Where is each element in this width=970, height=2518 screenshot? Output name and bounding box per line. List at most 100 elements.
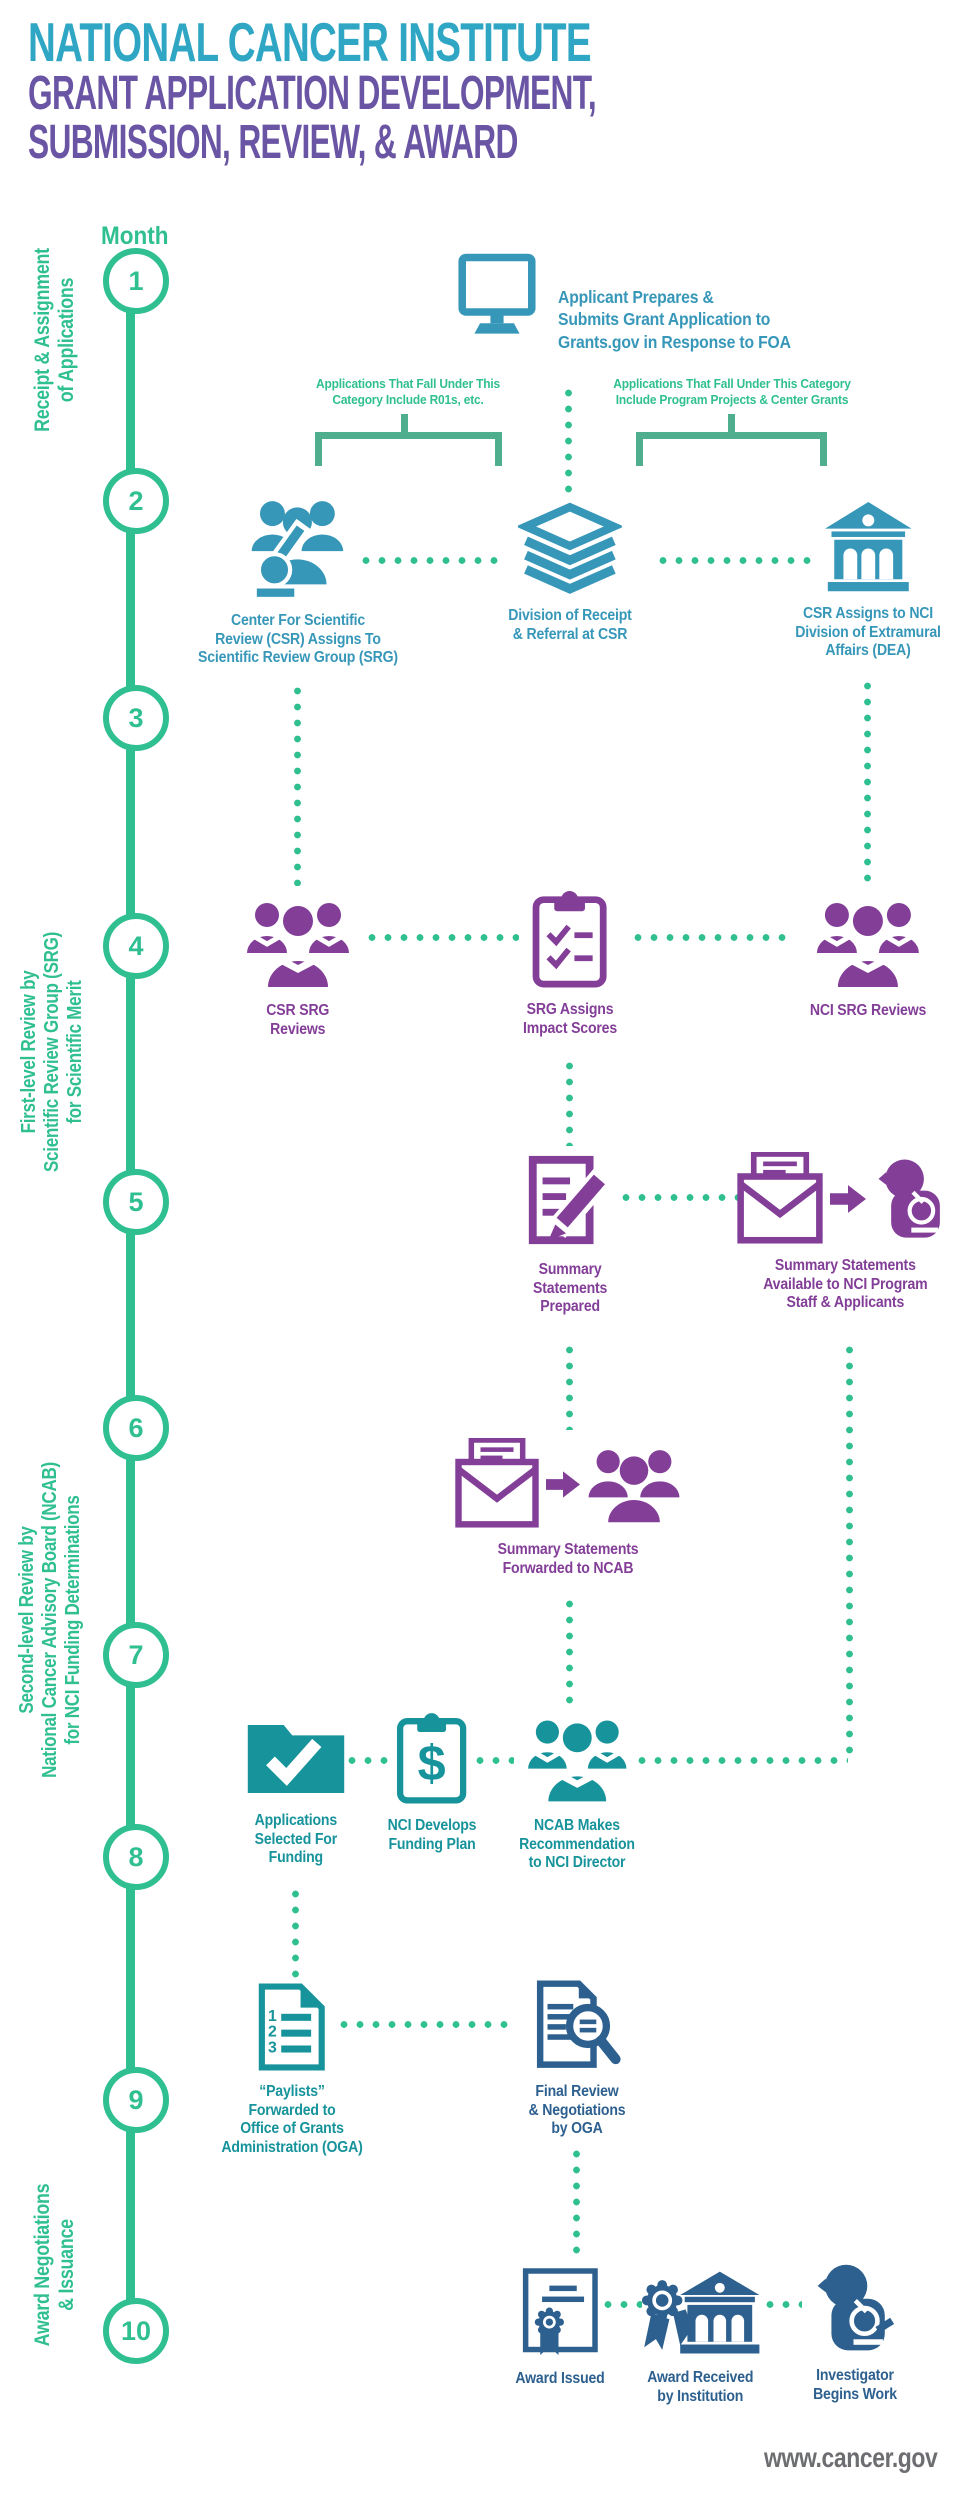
srg-impact-scores-caption: SRG Assigns Impact Scores — [523, 1001, 617, 1037]
award-issued-caption: Award Issued — [515, 2370, 605, 2387]
list-number-1: 1 — [268, 2008, 277, 2025]
timeline-line — [126, 275, 135, 2325]
cancer-gov-link[interactable]: www.cancer.gov — [763, 2442, 938, 2473]
csr-srg-reviews-caption: CSR SRG Reviews — [266, 1002, 330, 1038]
page-title: NATIONAL CANCER INSTITUTE GRANT APPLICAT… — [28, 11, 889, 169]
month-axis-label: Month — [101, 222, 169, 250]
paper-stack-icon — [517, 502, 622, 596]
title-line-3: SUBMISSION, REVIEW, & AWARD — [28, 115, 518, 169]
title-line-2: GRANT APPLICATION DEVELOPMENT, — [28, 66, 597, 120]
division-receipt-caption: Division of Receipt & Referral at CSR — [508, 607, 632, 643]
bank-building-icon — [822, 502, 914, 594]
final-review-caption: Final Review & Negotiations by OGA — [528, 2083, 626, 2138]
dotted-connector — [566, 1596, 573, 1710]
node-funding-plan: $ NCI Develops Funding Plan — [382, 1712, 483, 1854]
dotted-connector — [630, 934, 790, 941]
nci-srg-reviews-caption: NCI SRG Reviews — [809, 1002, 927, 1019]
award-received-caption: Award Received by Institution — [646, 2369, 754, 2405]
phase-label-first-review: First-level Review by Scientific Review … — [17, 931, 86, 1173]
arrow-right-icon — [546, 1470, 580, 1498]
node-summary-available: Summary Statements Available to NCI Prog… — [735, 1152, 955, 1313]
title-line-1: NATIONAL CANCER INSTITUTE — [28, 11, 592, 73]
dotted-connector — [344, 1757, 390, 1764]
dotted-connector — [600, 2301, 642, 2308]
node-nci-srg-reviews: NCI SRG Reviews — [802, 895, 934, 1021]
month-marker-8: 8 — [103, 1824, 169, 1890]
ribbon-bank-icon — [636, 2268, 764, 2358]
investigator-begins-caption: Investigator Begins Work — [813, 2367, 897, 2403]
dollar-glyph: $ — [418, 1735, 446, 1792]
reviewers-group-icon — [243, 895, 353, 991]
phase-label-second-review: Second-level Review by National Cancer A… — [15, 1462, 84, 1778]
summary-forwarded-ncab-caption: Summary Statements Forwarded to NCAB — [497, 1541, 639, 1577]
summary-prepared-caption: Summary Statements Prepared — [532, 1261, 608, 1316]
applications-selected-caption: Applications Selected For Funding — [254, 1812, 338, 1867]
month-marker-6: 6 — [103, 1395, 169, 1461]
node-summary-prepared: Summary Statements Prepared — [520, 1152, 620, 1317]
reviewers-group-icon — [524, 1712, 630, 1806]
scientist-microscope-icon — [871, 1153, 955, 1245]
node-final-review: Final Review & Negotiations by OGA — [522, 1980, 632, 2139]
node-csr-assigns-dea: CSR Assigns to NCI Division of Extramura… — [785, 502, 950, 661]
paylists-caption: “Paylists” Forwarded to Office of Grants… — [221, 2083, 363, 2157]
envelope-letter-icon — [735, 1152, 825, 1246]
node-csr-srg-reviews: CSR SRG Reviews — [243, 895, 353, 1039]
envelope-letter-icon — [453, 1438, 541, 1530]
node-investigator-begins: Investigator Begins Work — [807, 2260, 902, 2404]
clipboard-dollar-icon: $ — [387, 1712, 477, 1806]
clipboard-checklist-icon — [522, 890, 618, 990]
node-applications-selected: Applications Selected For Funding — [244, 1717, 348, 1868]
dotted-connector — [565, 385, 572, 497]
funding-plan-caption: NCI Develops Funding Plan — [387, 1817, 477, 1853]
annotation-program-projects-category: Applications That Fall Under This Catego… — [613, 376, 851, 408]
dotted-connector — [358, 557, 503, 564]
ncab-recommendation-caption: NCAB Makes Recommendation to NCI Directo… — [519, 1817, 635, 1872]
dotted-connector — [634, 1757, 848, 1764]
month-marker-9: 9 — [103, 2067, 169, 2133]
dotted-connector — [566, 1342, 573, 1430]
dotted-connector — [336, 2021, 512, 2028]
people-group-icon — [585, 1443, 683, 1525]
list-number-3: 3 — [268, 2040, 277, 2057]
arrow-right-icon — [830, 1185, 866, 1213]
dotted-connector — [292, 1886, 299, 1980]
month-marker-4: 4 — [103, 913, 169, 979]
dotted-connector — [846, 1342, 853, 1762]
node-srg-impact-scores: SRG Assigns Impact Scores — [517, 890, 624, 1038]
dotted-connector — [294, 683, 301, 886]
node-csr-assigns-srg: Center For Scientific Review (CSR) Assig… — [184, 497, 411, 668]
month-marker-7: 7 — [103, 1622, 169, 1688]
node-summary-forwarded-ncab: Summary Statements Forwarded to NCAB — [453, 1438, 683, 1578]
applicant-caption: Applicant Prepares & Submits Grant Appli… — [558, 287, 791, 352]
node-award-issued: Award Issued — [509, 2267, 610, 2389]
annotation-r01-category: Applications That Fall Under This Catego… — [316, 376, 500, 408]
node-award-received: Award Received by Institution — [636, 2268, 764, 2406]
csr-assigns-dea-caption: CSR Assigns to NCI Division of Extramura… — [795, 605, 941, 660]
phase-label-receipt: Receipt & Assignment of Applications — [31, 248, 78, 432]
bracket-left — [315, 414, 502, 466]
dotted-connector — [762, 2301, 802, 2308]
document-magnifier-icon — [530, 1980, 624, 2072]
month-marker-3: 3 — [103, 685, 169, 751]
node-paylists: 1 2 3 “Paylists” Forwarded to Office of … — [212, 1982, 372, 2158]
dotted-connector — [573, 2146, 580, 2258]
scientist-microscope-icon — [809, 2260, 901, 2356]
certificate-icon — [518, 2267, 602, 2359]
document-pencil-icon — [520, 1152, 620, 1250]
review-group-microscope-icon — [240, 497, 356, 601]
node-division-receipt: Division of Receipt & Referral at CSR — [500, 502, 640, 644]
dotted-connector — [618, 1194, 746, 1201]
month-marker-1: 1 — [103, 248, 169, 314]
summary-available-caption: Summary Statements Available to NCI Prog… — [762, 1257, 928, 1312]
bracket-right — [636, 414, 827, 466]
dotted-connector — [655, 557, 815, 564]
dotted-connector — [566, 1058, 573, 1146]
month-marker-10: 10 — [103, 2298, 169, 2364]
phase-label-award: Award Negotiations & Issuance — [31, 2183, 78, 2347]
numbered-list-document-icon: 1 2 3 — [248, 1982, 336, 2072]
csr-assigns-srg-caption: Center For Scientific Review (CSR) Assig… — [198, 612, 398, 667]
folder-checkmark-icon — [244, 1717, 348, 1801]
node-applicant-submits: Applicant Prepares & Submits Grant Appli… — [450, 252, 817, 353]
computer-monitor-icon — [450, 252, 544, 340]
